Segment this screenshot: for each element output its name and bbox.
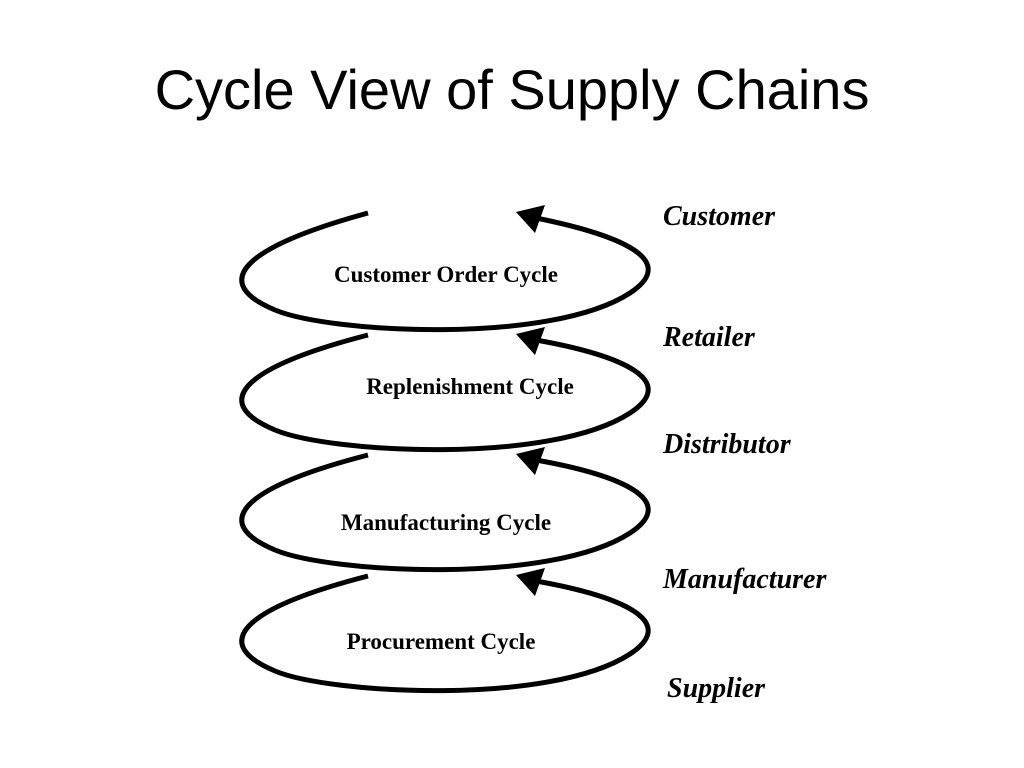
stage-label-supplier: Supplier bbox=[667, 673, 766, 704]
cycle-loop-path bbox=[239, 332, 651, 453]
cycle-arrow-icon bbox=[516, 447, 545, 475]
replenishment-cycle: Replenishment Cycle bbox=[239, 327, 651, 453]
cycle-label: Replenishment Cycle bbox=[366, 374, 574, 399]
cycle-loop-path bbox=[239, 573, 651, 694]
stage-label-manufacturer: Manufacturer bbox=[662, 564, 827, 595]
stage-label-distributor: Distributor bbox=[662, 429, 792, 460]
cycle-arrow-icon bbox=[516, 327, 545, 355]
cycle-arrow-icon bbox=[516, 568, 545, 596]
manufacturing-cycle: Manufacturing Cycle bbox=[239, 447, 651, 573]
stage-label-customer: Customer bbox=[663, 201, 776, 232]
stage-label-retailer: Retailer bbox=[662, 322, 756, 353]
cycle-label: Manufacturing Cycle bbox=[341, 510, 551, 535]
slide-title: Cycle View of Supply Chains bbox=[154, 58, 870, 121]
procurement-cycle: Procurement Cycle bbox=[239, 568, 651, 694]
cycle-loop-path bbox=[239, 210, 651, 333]
cycle-label: Procurement Cycle bbox=[347, 629, 536, 654]
customer-order-cycle: Customer Order Cycle bbox=[239, 205, 651, 333]
cycle-arrow-icon bbox=[516, 205, 545, 233]
cycle-loop-path bbox=[239, 452, 651, 573]
cycle-label: Customer Order Cycle bbox=[334, 262, 558, 287]
